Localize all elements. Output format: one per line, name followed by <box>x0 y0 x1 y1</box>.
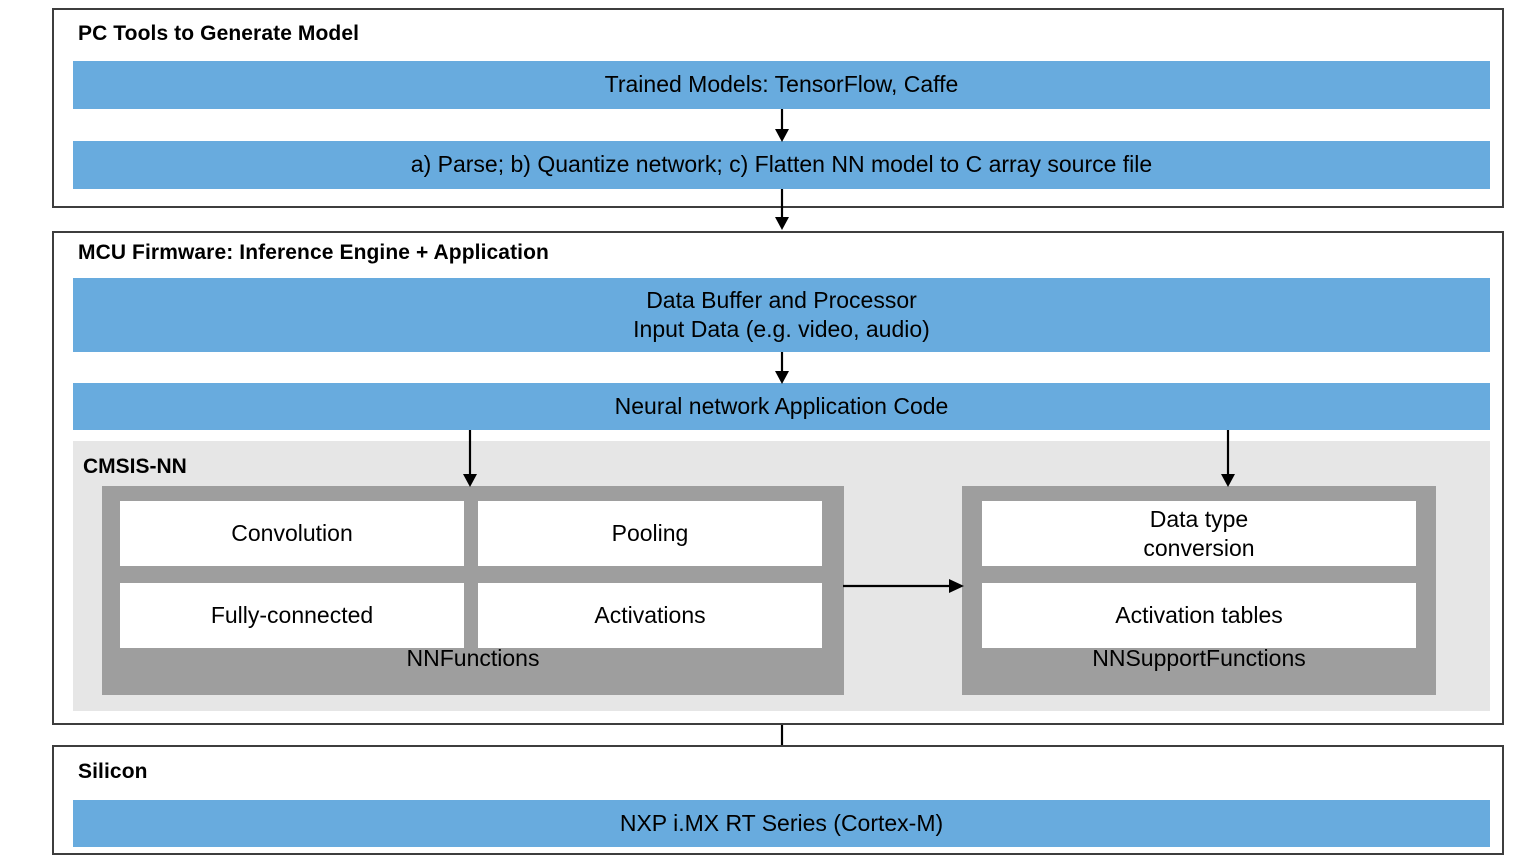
bar-nxp-imx-rt: NXP i.MX RT Series (Cortex-M) <box>73 800 1490 847</box>
cell-pooling: Pooling <box>478 501 822 566</box>
bar-parse-quantize-flatten: a) Parse; b) Quantize network; c) Flatte… <box>73 141 1490 189</box>
cell-activations: Activations <box>478 583 822 648</box>
group-label-nnfunctions: NNFunctions <box>406 645 540 671</box>
section-title-mcu-firmware: MCU Firmware: Inference Engine + Applica… <box>78 241 549 264</box>
bar-data-buffer-processor: Data Buffer and Processor Input Data (e.… <box>73 278 1490 352</box>
cell-activation-tables: Activation tables <box>982 583 1416 648</box>
cell-fully-connected: Fully-connected <box>120 583 464 648</box>
cell-convolution: Convolution <box>120 501 464 566</box>
cell-data-type-conversion: Data type conversion <box>982 501 1416 566</box>
bar-nn-application-code: Neural network Application Code <box>73 383 1490 430</box>
bar-trained-models: Trained Models: TensorFlow, Caffe <box>73 61 1490 109</box>
section-title-pc-tools: PC Tools to Generate Model <box>78 22 360 45</box>
panel-title-cmsis-nn: CMSIS-NN <box>83 455 187 478</box>
section-title-silicon: Silicon <box>78 760 148 783</box>
group-label-nnsupportfunctions: NNSupportFunctions <box>1092 645 1306 671</box>
